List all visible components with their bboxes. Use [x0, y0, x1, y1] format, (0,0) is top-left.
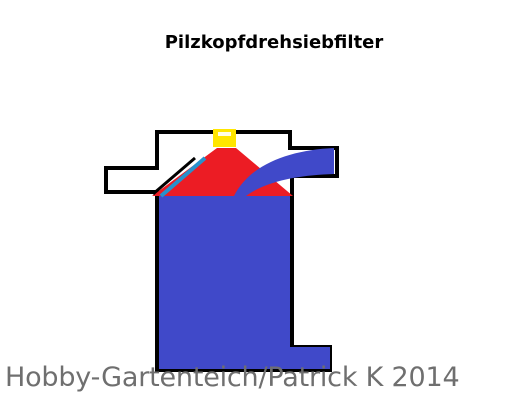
water-body: [159, 196, 330, 369]
mushroom-cap-slot: [218, 132, 231, 136]
mushroom-cap: [213, 129, 236, 147]
slope-edge-line: [152, 156, 196, 196]
diagram-title: Pilzkopfdrehsiebfilter: [164, 32, 384, 53]
outlet-pipe: [234, 148, 334, 196]
watermark-credit: Hobby-Gartenteich/Patrick K 2014: [5, 362, 460, 393]
wiper-blade: [159, 156, 207, 198]
